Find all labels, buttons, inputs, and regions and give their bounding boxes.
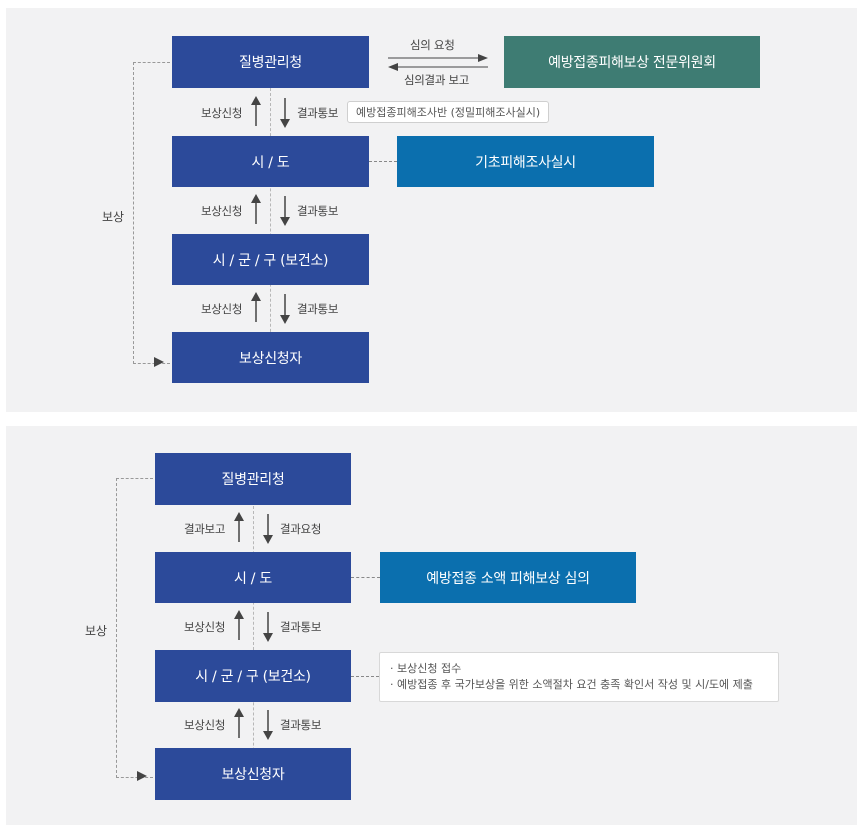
kdca-box: 질병관리청: [155, 453, 351, 505]
compensation-bracket-line: [116, 478, 153, 778]
arrow-right-icon: [388, 54, 488, 62]
applicant-box: 보상신청자: [172, 332, 369, 383]
arrow-down-icon: [280, 294, 290, 324]
arrow-down-icon: [263, 612, 273, 642]
compensation-bracket-line: [133, 62, 170, 364]
side-label-compensation: 보상: [102, 210, 125, 224]
committee-box: 예방접종피해보상 전문위원회: [504, 36, 760, 88]
connector-line: [351, 676, 379, 677]
step1-up-label: 보상신청: [201, 106, 243, 120]
step3-down-label: 결과통보: [280, 718, 322, 732]
compensation-flow-diagram: 보상 질병관리청 예방접종피해보상 전문위원회 시 / 도 기초피해조사실시 시…: [6, 8, 857, 412]
side-label-compensation: 보상: [85, 624, 108, 638]
connector-line: [351, 577, 380, 578]
arrow-up-icon: [234, 708, 244, 738]
arrow-down-icon: [280, 196, 290, 226]
small-claim-review-box: 예방접종 소액 피해보상 심의: [380, 552, 636, 603]
note-item: · 보상신청 접수: [390, 662, 462, 675]
review-report-label: 심의결과 보고: [404, 73, 470, 87]
arrow-down-icon: [263, 710, 273, 740]
arrow-up-icon: [234, 610, 244, 640]
arrow-up-icon: [251, 96, 261, 126]
step2-down-label: 결과통보: [297, 204, 339, 218]
applicant-box: 보상신청자: [155, 748, 351, 800]
investigation-team-tag: 예방접종피해조사반 (정밀피해조사실시): [347, 101, 550, 123]
step3-up-label: 보상신청: [201, 302, 243, 316]
step2-up-label: 보상신청: [184, 620, 226, 634]
kdca-box: 질병관리청: [172, 36, 369, 88]
note-item: · 예방접종 후 국가보상을 위한 소액절차 요건 충족 확인서 작성 및 시/…: [390, 678, 753, 691]
step3-up-label: 보상신청: [184, 718, 226, 732]
step2-up-label: 보상신청: [201, 204, 243, 218]
sido-box: 시 / 도: [155, 552, 351, 603]
arrow-down-icon: [280, 98, 290, 128]
step3-down-label: 결과통보: [297, 302, 339, 316]
step1-down-label: 결과통보: [297, 106, 339, 120]
sido-box: 시 / 도: [172, 136, 369, 187]
arrow-right-icon: [154, 357, 164, 367]
sigungu-notes: · 보상신청 접수 · 예방접종 후 국가보상을 위한 소액절차 요건 충족 확…: [379, 652, 779, 702]
sigungu-box: 시 / 군 / 구 (보건소): [155, 650, 351, 702]
step1-down-label: 결과요청: [280, 522, 322, 536]
sigungu-box: 시 / 군 / 구 (보건소): [172, 234, 369, 285]
arrow-up-icon: [251, 292, 261, 322]
arrow-up-icon: [234, 512, 244, 542]
review-request-label: 심의 요청: [410, 38, 455, 52]
arrow-left-icon: [388, 63, 488, 71]
arrow-right-icon: [137, 771, 147, 781]
connector-line: [369, 161, 397, 162]
small-claim-flow-diagram: 보상 질병관리청 시 / 도 예방접종 소액 피해보상 심의 시 / 군 / 구…: [6, 426, 857, 825]
step1-up-label: 결과보고: [184, 522, 226, 536]
arrow-down-icon: [263, 514, 273, 544]
arrow-up-icon: [251, 194, 261, 224]
basic-investigation-box: 기초피해조사실시: [397, 136, 654, 187]
step2-down-label: 결과통보: [280, 620, 322, 634]
